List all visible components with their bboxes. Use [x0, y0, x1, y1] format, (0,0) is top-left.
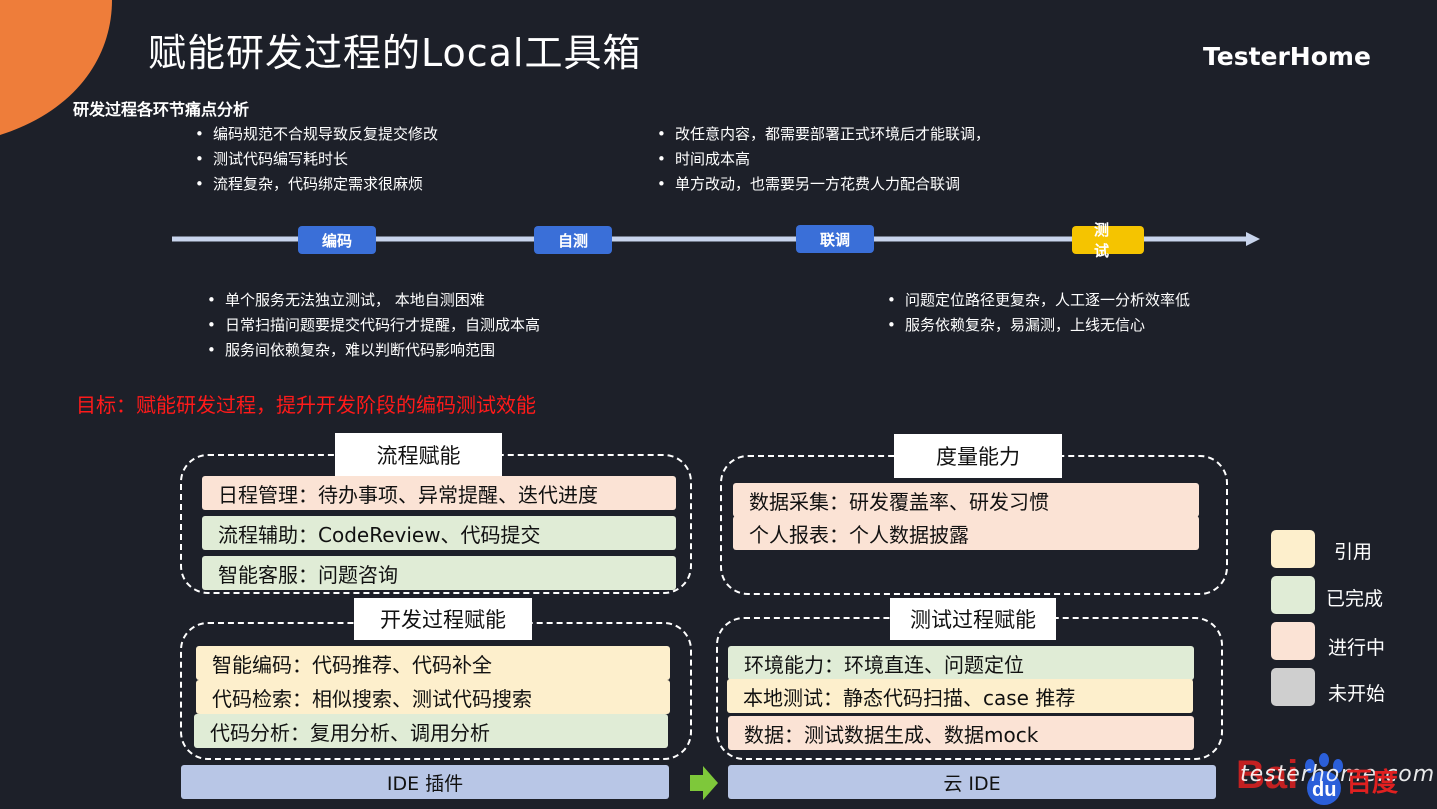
list-item: 智能客服：问题咨询: [202, 556, 676, 590]
stage-self-test: 自测: [534, 226, 612, 254]
list-item: 代码分析：复用分析、调用分析: [194, 714, 668, 748]
svg-text:du: du: [1312, 779, 1336, 801]
list-item: 代码检索：相似搜索、测试代码搜索: [196, 680, 670, 714]
list-item: 数据采集：研发覆盖率、研发习惯: [733, 483, 1199, 517]
list-item: 智能编码：代码推荐、代码补全: [196, 646, 670, 680]
legend-label: 未开始: [1328, 683, 1386, 705]
legend-swatch-in-progress: [1271, 622, 1315, 660]
list-item: 改任意内容，都需要部署正式环境后才能联调，: [655, 122, 990, 147]
svg-text:Bai: Bai: [1236, 753, 1298, 797]
list-item: 编码规范不合规导致反复提交修改: [193, 122, 438, 147]
legend-swatch-done: [1271, 576, 1315, 614]
legend-label: 引用: [1334, 541, 1373, 563]
dev-group-label: 开发过程赋能: [354, 598, 532, 640]
list-item: 服务间依赖复杂，难以判断代码影响范围: [205, 338, 540, 363]
self-test-pain-points: 单个服务无法独立测试， 本地自测困难 日常扫描问题要提交代码行才提醒，自测成本高…: [205, 288, 540, 363]
list-item: 测试代码编写耗时长: [193, 147, 438, 172]
legend-swatch-not-started: [1271, 668, 1315, 706]
metrics-group-label: 度量能力: [894, 434, 1062, 478]
list-item: 时间成本高: [655, 147, 990, 172]
stage-integration: 联调: [796, 225, 874, 253]
list-item: 环境能力：环境直连、问题定位: [728, 646, 1194, 680]
stage-testing: 测试: [1072, 221, 1144, 260]
legend-label: 进行中: [1328, 637, 1386, 659]
corner-decoration: [0, 0, 112, 135]
test-group-label: 测试过程赋能: [890, 598, 1056, 640]
legend-label: 已完成: [1326, 588, 1384, 610]
list-item: 问题定位路径更复杂，人工逐一分析效率低: [885, 288, 1190, 313]
watermark-mark: 百度: [1346, 768, 1399, 798]
list-item: 单个服务无法独立测试， 本地自测困难: [205, 288, 540, 313]
integration-pain-points: 改任意内容，都需要部署正式环境后才能联调， 时间成本高 单方改动，也需要另一方花…: [655, 122, 990, 197]
watermark-logo: Bai du: [1236, 753, 1343, 805]
process-group-label: 流程赋能: [335, 433, 502, 477]
legend-swatch-reference: [1271, 530, 1315, 568]
list-item: 数据：测试数据生成、数据mock: [728, 716, 1194, 750]
list-item: 流程辅助：CodeReview、代码提交: [202, 516, 676, 550]
list-item: 个人报表：个人数据披露: [733, 516, 1199, 550]
slide-title: 赋能研发过程的Local工具箱: [148, 31, 642, 75]
testing-pain-points: 问题定位路径更复杂，人工逐一分析效率低 服务依赖复杂，易漏测，上线无信心: [885, 288, 1190, 338]
goal-statement: 目标：赋能研发过程，提升开发阶段的编码测试效能: [76, 393, 536, 417]
ide-plugin-bar: IDE 插件: [181, 765, 669, 799]
list-item: 单方改动，也需要另一方花费人力配合联调: [655, 172, 990, 197]
cloud-ide-bar: 云 IDE: [728, 765, 1216, 799]
coding-pain-points: 编码规范不合规导致反复提交修改 测试代码编写耗时长 流程复杂，代码绑定需求很麻烦: [193, 122, 438, 197]
list-item: 本地测试：静态代码扫描、case 推荐: [727, 679, 1193, 713]
stage-coding: 编码: [298, 226, 376, 254]
list-item: 日常扫描问题要提交代码行才提醒，自测成本高: [205, 313, 540, 338]
list-item: 日程管理：待办事项、异常提醒、迭代进度: [202, 476, 676, 510]
brand-logo: TesterHome: [1203, 42, 1371, 71]
section-heading: 研发过程各环节痛点分析: [73, 100, 250, 119]
list-item: 流程复杂，代码绑定需求很麻烦: [193, 172, 438, 197]
arrow-right-icon: [690, 766, 718, 800]
list-item: 服务依赖复杂，易漏测，上线无信心: [885, 313, 1190, 338]
watermark-text: testerhome.com: [1240, 762, 1436, 787]
